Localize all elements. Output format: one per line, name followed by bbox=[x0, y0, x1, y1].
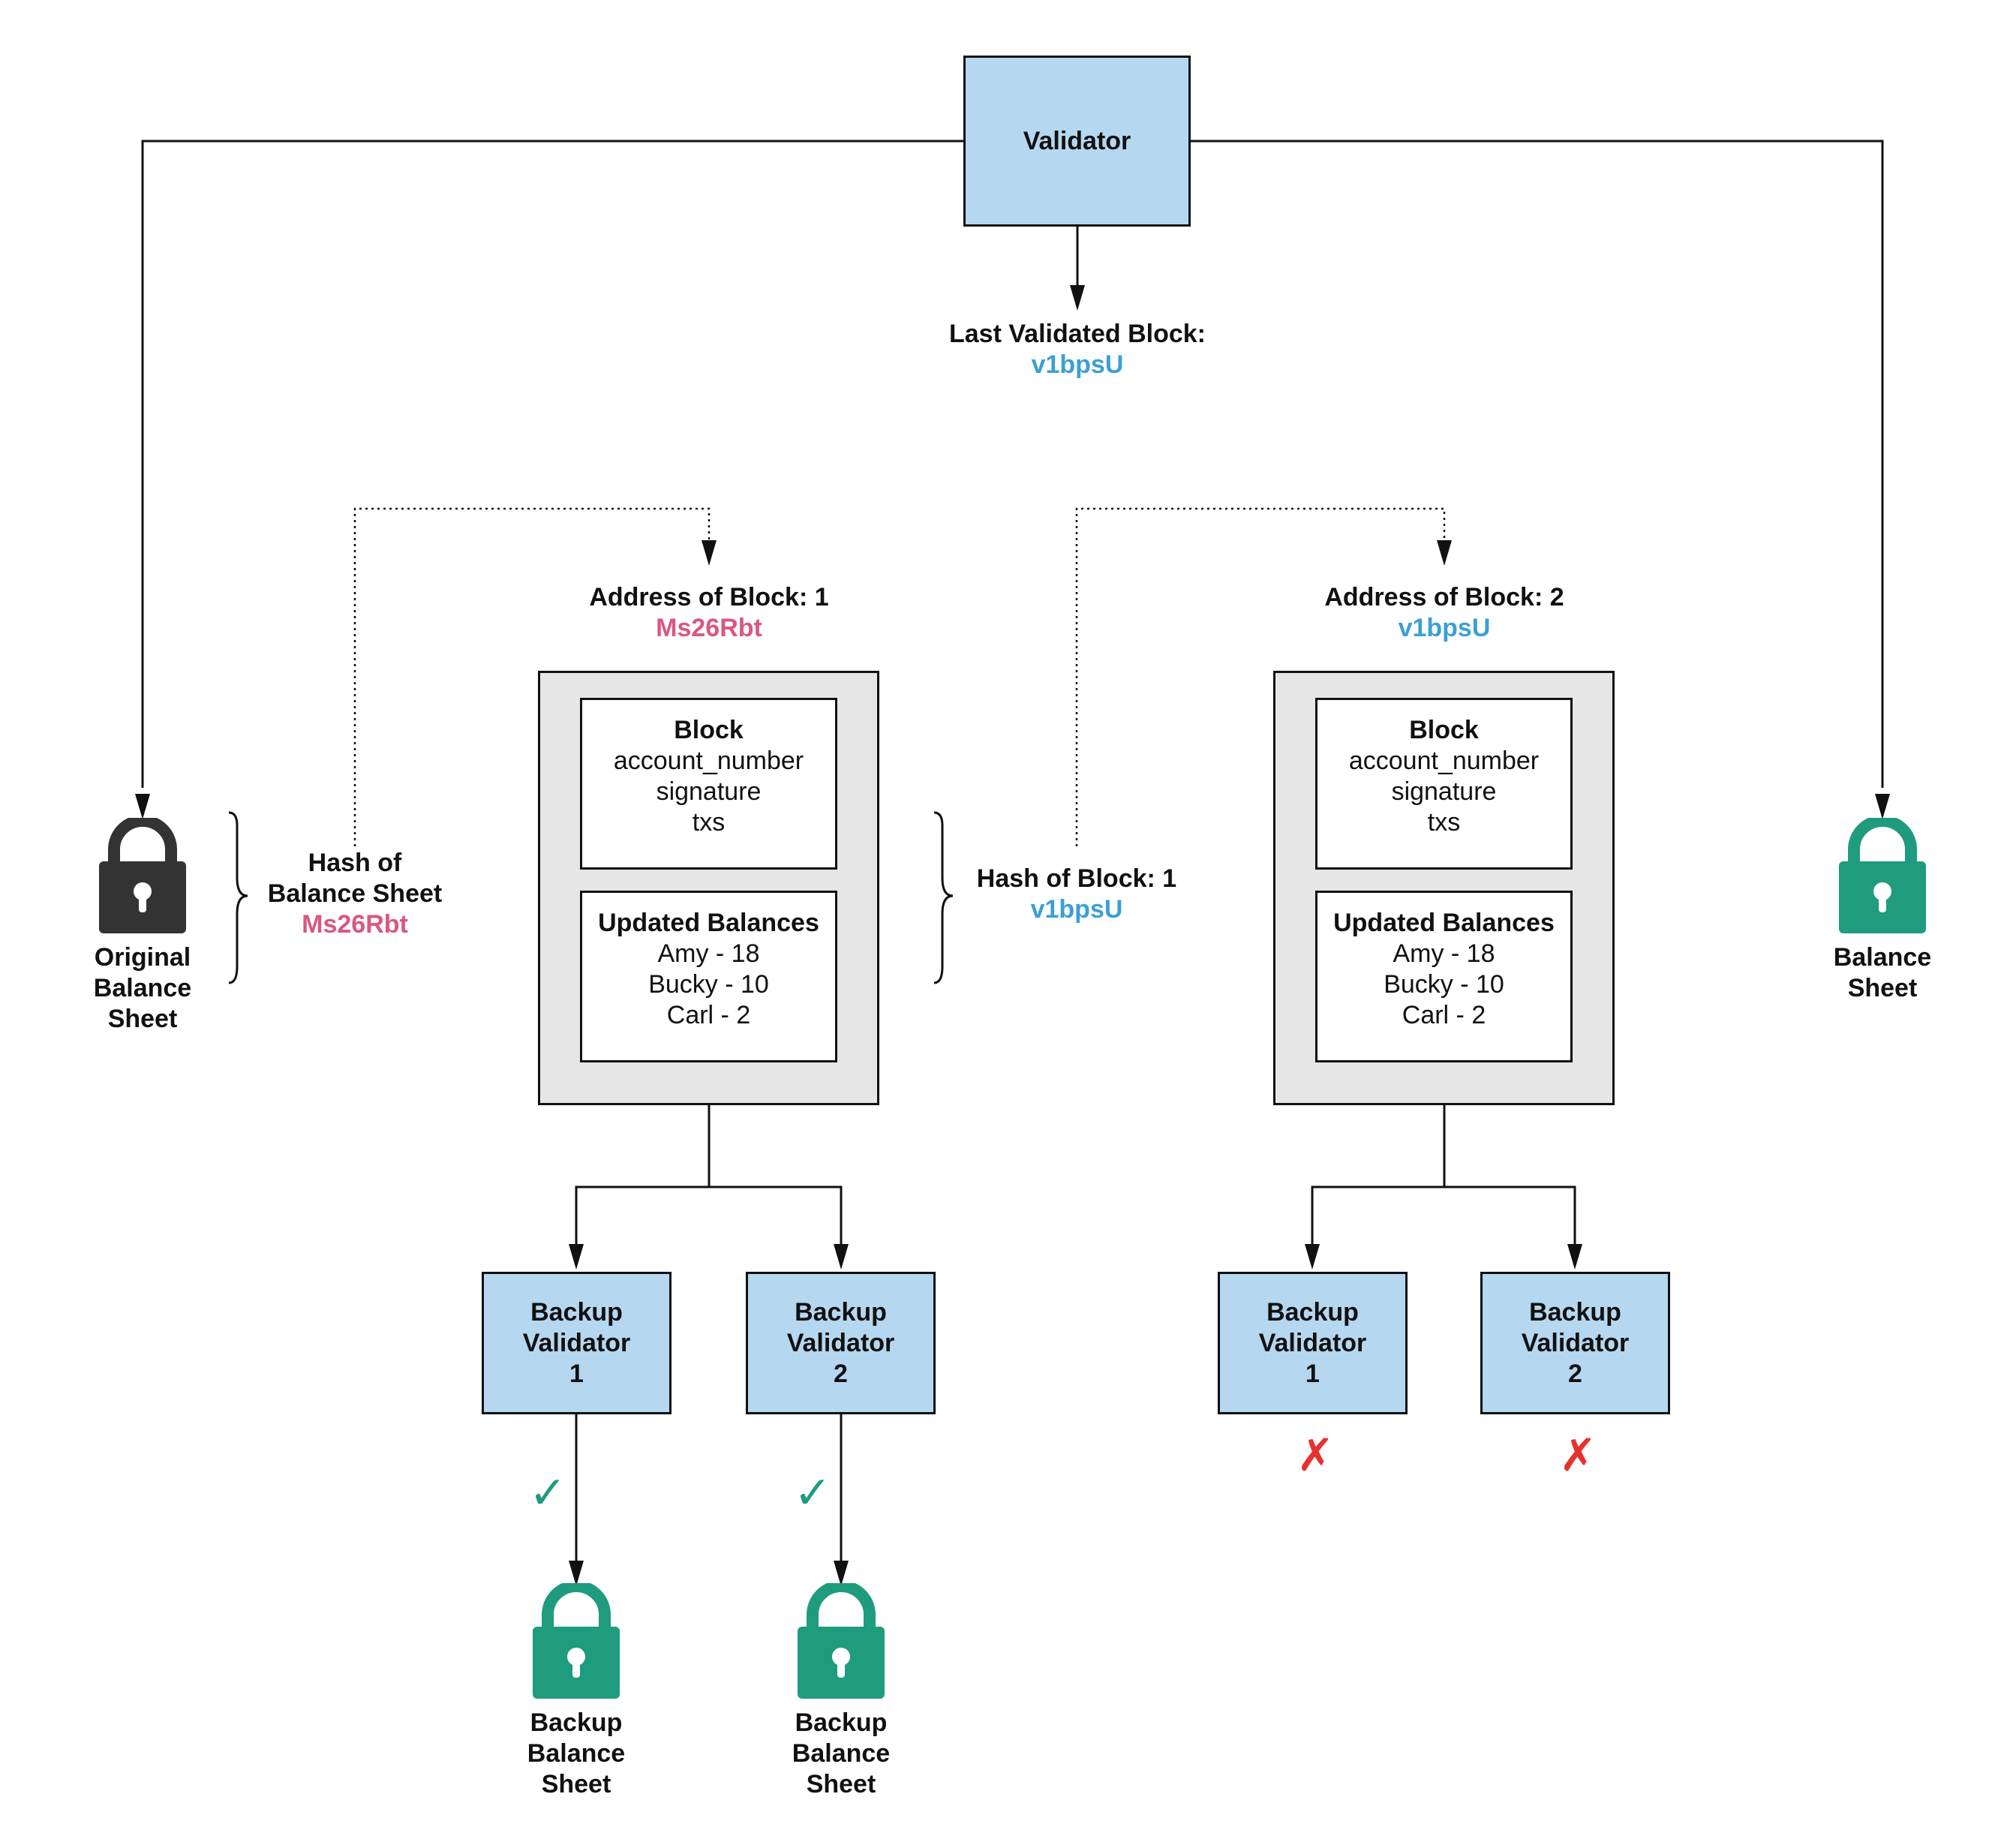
arrowhead bbox=[1070, 285, 1085, 311]
arrowhead bbox=[1875, 794, 1890, 819]
arrowhead bbox=[834, 1244, 849, 1270]
hash-block-1-label: Hash of Block: 1 v1bpsU bbox=[976, 864, 1177, 924]
backup-validator-1b: Backup Validator 1 bbox=[1218, 1272, 1408, 1414]
hash-balance-sheet-value: Ms26Rbt bbox=[302, 910, 408, 939]
edge-hash-to-address-1 bbox=[353, 507, 711, 846]
edge-block1-backup1 bbox=[575, 1185, 709, 1249]
address-block-1: Address of Block: 1 Ms26Rbt bbox=[589, 583, 829, 642]
backup-validator-2a: Backup Validator 2 bbox=[746, 1272, 936, 1414]
brace-right bbox=[933, 811, 954, 984]
validator-node: Validator bbox=[963, 56, 1191, 227]
arrowhead bbox=[1567, 1244, 1582, 1270]
arrowhead bbox=[569, 1561, 584, 1586]
arrowhead bbox=[1305, 1244, 1320, 1270]
edge-block1-backup2 bbox=[709, 1185, 843, 1249]
arrowhead bbox=[1437, 540, 1452, 566]
address-block-2: Address of Block: 2 v1bpsU bbox=[1324, 583, 1564, 642]
block-fields-1: Block account_number signature txs bbox=[580, 698, 837, 870]
backup-sheet-label-1: Backup Balance Sheet bbox=[527, 1708, 626, 1798]
check-icon: ✓ bbox=[529, 1468, 567, 1518]
lock-icon bbox=[1839, 818, 1926, 933]
lock-icon bbox=[533, 1583, 620, 1699]
backup-validator-2b: Backup Validator 2 bbox=[1480, 1272, 1670, 1414]
lock-icon bbox=[99, 818, 186, 933]
edge-validator-original-sheet bbox=[141, 140, 963, 788]
last-validated-hash: v1bpsU bbox=[1031, 350, 1124, 379]
validator-label: Validator bbox=[1023, 126, 1131, 155]
balance-sheet-label: Balance Sheet bbox=[1833, 943, 1932, 1002]
last-validated-label: Last Validated Block: v1bpsU bbox=[949, 319, 1206, 380]
edge-hash-to-address-2 bbox=[1075, 507, 1446, 846]
arrowhead bbox=[702, 540, 717, 566]
backup-validator-1a: Backup Validator 1 bbox=[482, 1272, 671, 1414]
arrowhead bbox=[569, 1244, 584, 1270]
hash-balance-sheet-label: Hash of Balance Sheet Ms26Rbt bbox=[267, 849, 443, 939]
block-balances-1: Updated Balances Amy - 18 Bucky - 10 Car… bbox=[580, 891, 837, 1062]
lock-icon bbox=[798, 1583, 885, 1699]
last-validated-title: Last Validated Block: bbox=[949, 320, 1206, 348]
cross-icon: ✗ bbox=[1559, 1430, 1597, 1480]
brace-left bbox=[228, 811, 248, 984]
arrowhead bbox=[834, 1561, 849, 1586]
cross-icon: ✗ bbox=[1296, 1430, 1335, 1480]
backup-sheet-label-2: Backup Balance Sheet bbox=[792, 1708, 891, 1798]
check-icon: ✓ bbox=[794, 1468, 832, 1518]
edge-block2-backup2 bbox=[1444, 1185, 1576, 1249]
block-fields-2: Block account_number signature txs bbox=[1315, 698, 1573, 870]
block-balances-2: Updated Balances Amy - 18 Bucky - 10 Car… bbox=[1315, 891, 1573, 1062]
original-sheet-label: Original Balance Sheet bbox=[93, 943, 192, 1033]
arrowhead bbox=[135, 794, 150, 819]
edge-validator-balance-sheet bbox=[1191, 140, 1884, 788]
edge-block2-backup1 bbox=[1311, 1185, 1444, 1249]
